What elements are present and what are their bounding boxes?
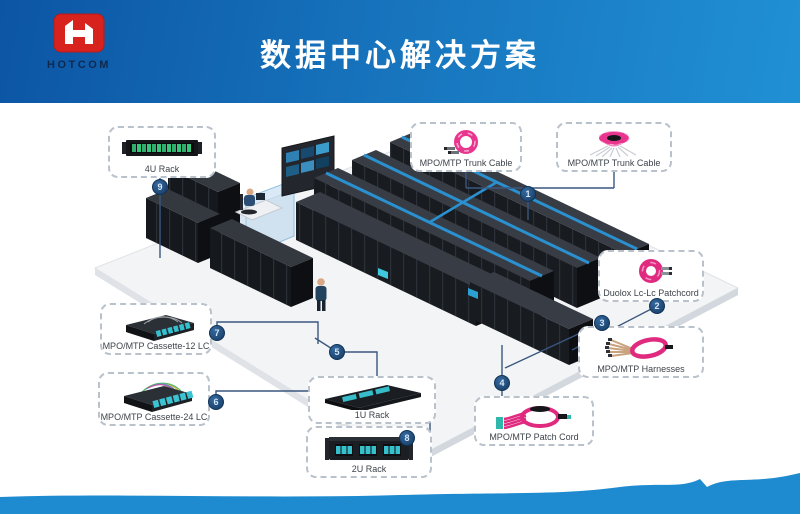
callout-label: MPO/MTP Patch Cord [489,432,579,442]
2u-rack-chassis-icon [319,431,419,464]
page-title: 数据中心解决方案 [260,38,540,73]
badge-2: 2 [649,298,665,314]
badge-4: 4 [494,375,510,391]
callout-trunk-cable-coil: MPO/MTP Trunk Cable [410,122,522,172]
callout-2u-rack: 2U Rack [306,426,432,478]
4u-rack-icon [120,131,204,164]
callout-label: MPO/MTP Cassette-24 LC [100,412,208,422]
callout-label: MPO/MTP Cassette-12 LC [102,341,210,351]
callout-cassette-24lc: MPO/MTP Cassette-24 LC [98,372,210,426]
trunk-cable-coil-icon [421,127,511,158]
callout-label: MPO/MTP Trunk Cable [419,158,513,168]
callout-cassette-12lc: MPO/MTP Cassette-12 LC [100,303,212,355]
badge-1: 1 [520,186,536,202]
badge-9: 9 [152,179,168,195]
1u-rack-tray-icon [317,381,427,410]
bottom-wave [0,473,800,514]
seated-person [246,188,254,196]
callout-label: 4U Rack [144,164,180,174]
logo-text: HOTCOM [47,59,111,71]
badge-8: 8 [399,430,415,446]
rack-screen [468,288,478,299]
badge-3: 3 [594,315,610,331]
badge-7: 7 [209,325,225,341]
logo: HOTCOM [44,13,114,71]
cassette-24lc-icon [106,377,202,412]
callout-label: Duolox Lc-Lc Patchcord [603,288,699,298]
badge-5: 5 [329,344,345,360]
operator-desk [234,188,284,221]
standing-person [315,278,327,311]
callout-trunk-cable-spool: MPO/MTP Trunk Cable [556,122,672,172]
callout-label: MPO/MTP Trunk Cable [567,158,661,168]
mpo-patchcord-fanout-icon [486,401,582,432]
rack-screen [378,268,388,279]
callout-label: 2U Rack [351,464,387,474]
callout-1u-rack: 1U Rack [308,376,436,424]
callout-label: 1U Rack [354,410,390,420]
cassette-12lc-icon [108,308,204,341]
mpo-harness-icon [591,331,691,364]
callout-lc-patchcord: Duolox Lc-Lc Patchcord [598,250,704,302]
hotcom-logo-icon [53,13,105,53]
left-room-racks [146,159,313,307]
callout-label: MPO/MTP Harnesses [597,364,685,374]
trunk-cable-spool-icon [568,127,660,158]
callout-harnesses: MPO/MTP Harnesses [578,326,704,378]
callout-patch-cord: MPO/MTP Patch Cord [474,396,594,446]
callout-4u-rack: 4U Rack [108,126,216,178]
lc-patchcord-coil-icon [609,255,693,288]
badge-6: 6 [208,394,224,410]
